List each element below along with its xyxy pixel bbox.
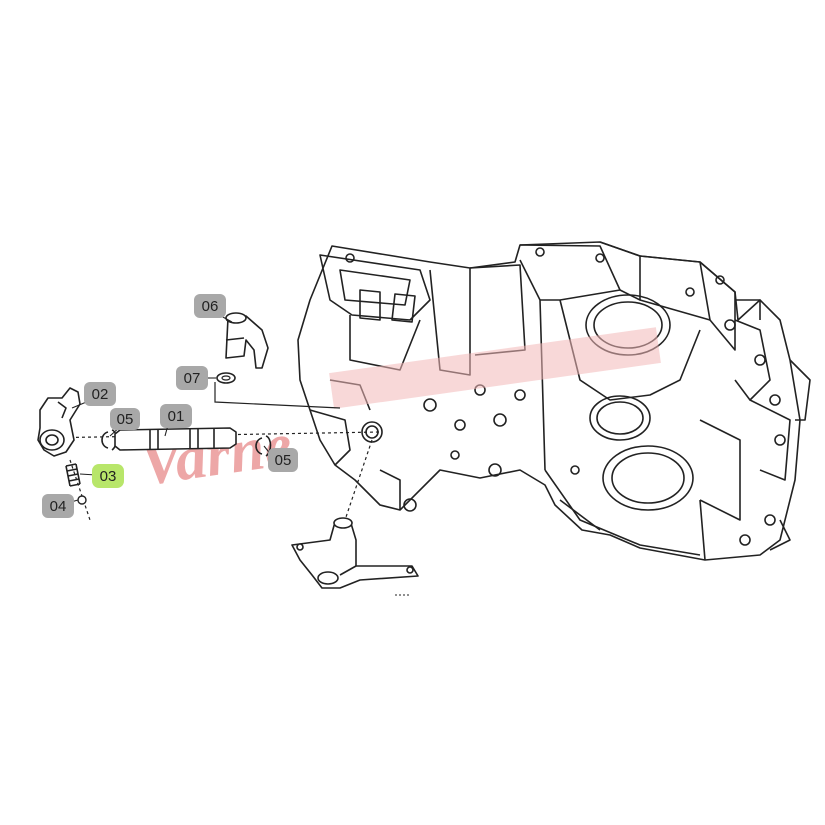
part-label-02[interactable]: 02: [84, 382, 116, 406]
spring-axis-line: [69, 459, 91, 521]
svg-text:02: 02: [92, 386, 109, 403]
shift-shaft: [114, 427, 237, 451]
shift-lever: [225, 312, 269, 369]
detent-ball: [77, 495, 87, 505]
shift-fork: [37, 387, 81, 457]
svg-text:07: 07: [184, 370, 201, 387]
snap-ring-right: [255, 435, 272, 457]
svg-text:04: 04: [50, 498, 67, 515]
lever-axis-line: [214, 382, 341, 409]
part-label-05-right[interactable]: 05: [268, 448, 298, 472]
svg-text:05: 05: [275, 452, 292, 469]
svg-text:06: 06: [202, 298, 219, 315]
lower-shift-arm: [291, 517, 419, 589]
svg-text:05: 05: [117, 411, 134, 428]
part-label-01[interactable]: 01: [160, 404, 192, 428]
lower-axis-line: [344, 439, 373, 521]
svg-text:03: 03: [100, 468, 117, 485]
part-label-03-highlighted[interactable]: 03: [92, 464, 124, 488]
o-ring: [216, 372, 236, 384]
part-label-07[interactable]: 07: [176, 366, 208, 390]
transmission-housing: [297, 241, 811, 561]
part-label-04[interactable]: 04: [42, 494, 74, 518]
o-ring-inner: [221, 375, 231, 381]
part-label-05-left[interactable]: 05: [110, 408, 140, 430]
watermark: Varne: [136, 327, 661, 499]
svg-text:01: 01: [168, 408, 185, 425]
part-label-06[interactable]: 06: [194, 294, 226, 318]
detent-spring: [65, 463, 81, 487]
